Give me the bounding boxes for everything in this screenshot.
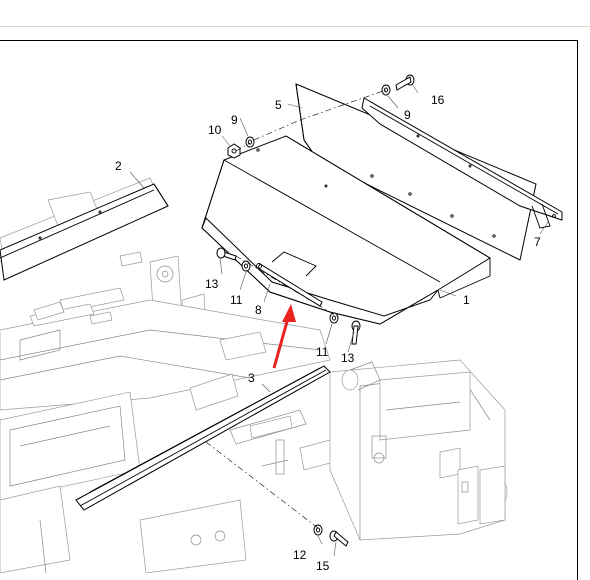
leader-lines xyxy=(129,83,549,557)
callout-16: 15 xyxy=(316,559,330,573)
callout-7: 7 xyxy=(534,235,541,249)
callout-labels: 2 5 16 9 9 10 7 1 13 11 8 11 13 3 12 15 xyxy=(115,93,541,573)
callout-11-left: 11 xyxy=(230,293,243,307)
top-band xyxy=(0,0,590,27)
callout-2: 2 xyxy=(115,159,122,173)
part-3-long-strip xyxy=(75,365,331,511)
part-7-rail xyxy=(361,97,563,229)
center-lines xyxy=(205,89,387,529)
callout-3: 3 xyxy=(248,371,255,385)
callout-9-right: 9 xyxy=(404,108,411,122)
callout-13-left: 13 xyxy=(205,277,219,291)
callout-9-left: 9 xyxy=(231,113,238,127)
part-8-shaft xyxy=(256,263,323,307)
drawing-frame xyxy=(0,40,578,580)
part-2-angle-bracket xyxy=(0,183,169,281)
callout-1: 1 xyxy=(463,293,470,307)
callout-15: 16 xyxy=(431,93,445,107)
callout-10: 10 xyxy=(208,123,222,137)
red-indicator-arrow xyxy=(272,304,296,369)
callout-8: 8 xyxy=(255,303,262,317)
callout-12: 12 xyxy=(293,548,307,562)
callout-13-right: 13 xyxy=(341,351,355,365)
callout-11-right: 11 xyxy=(316,345,329,359)
callout-5: 5 xyxy=(275,98,282,112)
